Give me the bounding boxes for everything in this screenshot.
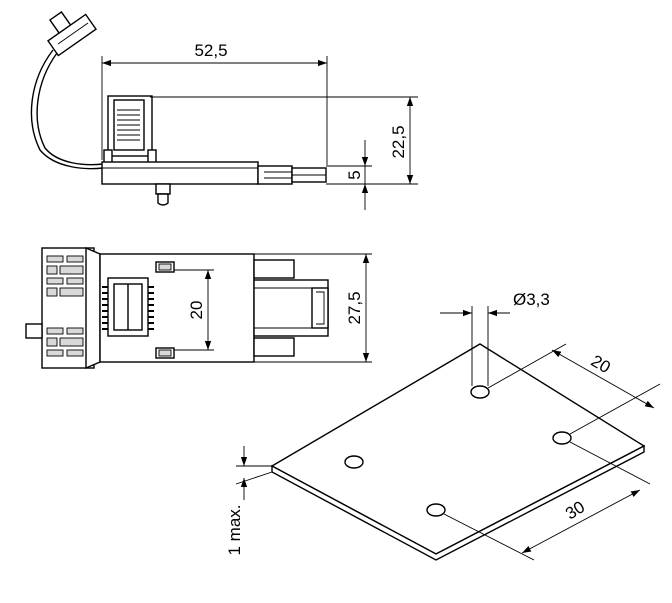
side-view: 52,5 22,5 5 xyxy=(30,10,418,210)
dim-width-spacing: 20 xyxy=(187,301,206,320)
dim-hole-diameter: Ø3,3 xyxy=(513,290,550,309)
plate-hole xyxy=(470,385,490,399)
body-side xyxy=(101,161,327,206)
plate-hole xyxy=(344,455,364,469)
body-top xyxy=(99,253,329,363)
dim-width-total: 52,5 xyxy=(194,41,227,60)
connector-strip xyxy=(25,246,101,370)
dim-height-total: 22,5 xyxy=(389,125,408,158)
cable xyxy=(30,49,104,170)
dim-plate-thickness: 1 max. xyxy=(225,504,244,555)
plate-hole xyxy=(552,431,572,445)
latch xyxy=(103,95,157,165)
dim-plate-spacing-a: 20 xyxy=(588,351,614,377)
mounting-plate: Ø3,3 20 30 1 max. xyxy=(225,290,661,561)
top-view: 20 27,5 xyxy=(25,246,372,370)
plate-hole xyxy=(426,503,446,517)
dim-base-height: 5 xyxy=(345,170,364,179)
cable-clip xyxy=(47,10,97,57)
dim-depth: 27,5 xyxy=(345,291,364,324)
